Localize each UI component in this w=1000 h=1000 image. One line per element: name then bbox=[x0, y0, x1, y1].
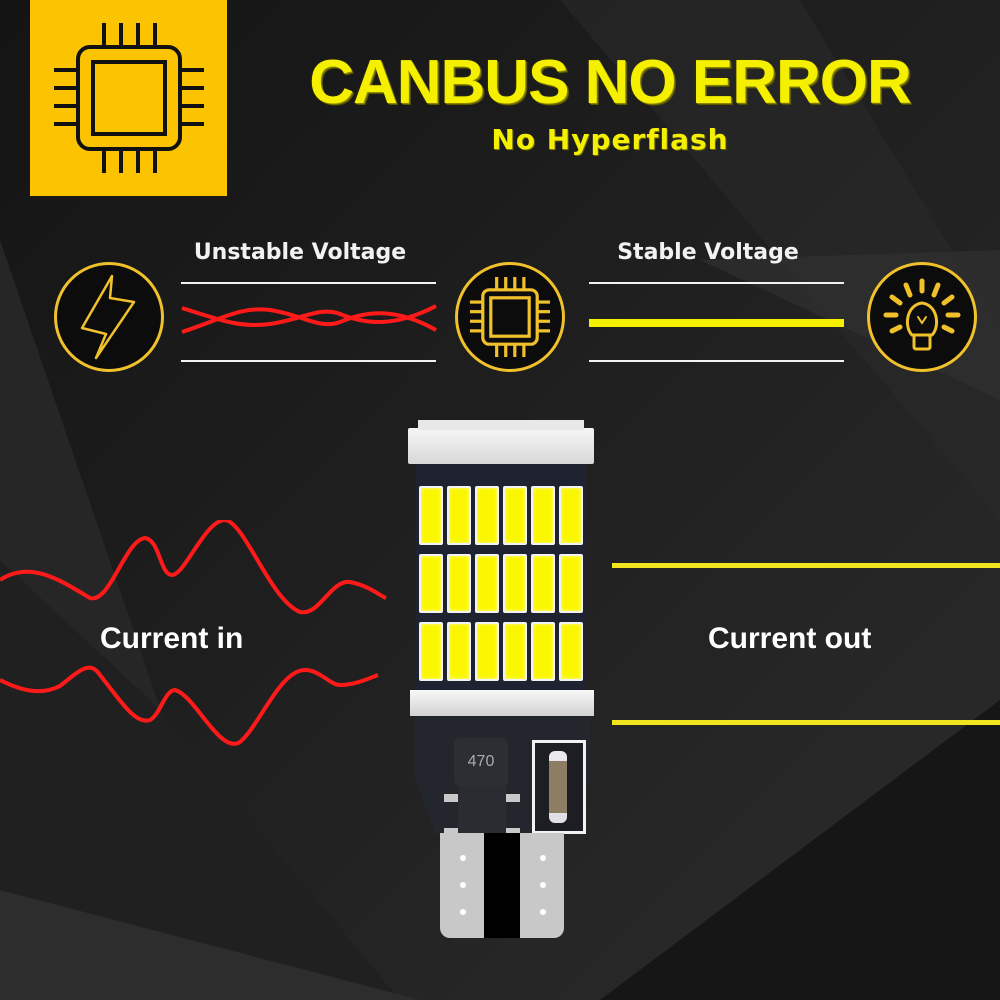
ic-pin bbox=[444, 794, 458, 802]
bulb-icon-circle bbox=[867, 262, 977, 372]
resistor-component bbox=[532, 740, 586, 834]
unstable-top-rail bbox=[181, 282, 436, 284]
middle-icon-circle bbox=[455, 262, 565, 372]
led-chip bbox=[419, 554, 443, 613]
led-chip bbox=[559, 486, 583, 545]
unstable-wave bbox=[181, 304, 437, 334]
led-chip bbox=[447, 486, 471, 545]
led-chip bbox=[559, 622, 583, 681]
led-array bbox=[419, 486, 583, 681]
led-chip bbox=[503, 486, 527, 545]
ic-pin bbox=[444, 828, 458, 836]
unstable-icon-circle bbox=[54, 262, 164, 372]
unstable-voltage-label: Unstable Voltage bbox=[193, 240, 407, 265]
stable-voltage-label: Stable Voltage bbox=[617, 240, 799, 265]
contact-dot bbox=[460, 855, 466, 861]
inductor-470: 470 bbox=[454, 738, 508, 786]
led-chip bbox=[447, 622, 471, 681]
lightning-bolt-icon bbox=[80, 274, 136, 360]
contact-dot bbox=[540, 882, 546, 888]
bulb-top-cap bbox=[408, 420, 594, 464]
contact-dot bbox=[460, 909, 466, 915]
page-title: CANBUS NO ERROR bbox=[309, 48, 912, 117]
stable-line bbox=[589, 319, 844, 327]
led-chip bbox=[531, 486, 555, 545]
led-bulb-product: 470 bbox=[402, 420, 602, 1000]
page-subtitle: No Hyperflash bbox=[491, 123, 729, 156]
current-in-label: Current in bbox=[100, 622, 244, 655]
current-out-bottom-line bbox=[612, 720, 1000, 725]
current-in-wave bbox=[0, 520, 387, 746]
unstable-bottom-rail bbox=[181, 360, 436, 362]
ic-pin bbox=[506, 794, 520, 802]
led-chip bbox=[503, 622, 527, 681]
stable-top-rail bbox=[589, 282, 844, 284]
current-out-top-line bbox=[612, 563, 1000, 568]
light-bulb-icon bbox=[883, 278, 961, 351]
led-chip bbox=[503, 554, 527, 613]
led-chip bbox=[419, 486, 443, 545]
led-chip bbox=[475, 554, 499, 613]
contact-dot bbox=[460, 882, 466, 888]
contact-dot bbox=[540, 909, 546, 915]
ic-pin bbox=[506, 828, 520, 836]
led-chip bbox=[559, 554, 583, 613]
led-chip bbox=[447, 554, 471, 613]
led-chip bbox=[531, 622, 555, 681]
led-chip bbox=[419, 622, 443, 681]
led-chip bbox=[531, 554, 555, 613]
led-board bbox=[416, 464, 586, 700]
stable-bottom-rail bbox=[589, 360, 844, 362]
led-chip bbox=[475, 486, 499, 545]
led-chip bbox=[475, 622, 499, 681]
resistor-body bbox=[549, 751, 567, 823]
wedge-base bbox=[440, 833, 564, 938]
current-out-label: Current out bbox=[708, 622, 872, 655]
contact-dot bbox=[540, 855, 546, 861]
bulb-mid-cap bbox=[410, 690, 594, 716]
chip-badge bbox=[30, 0, 227, 196]
cpu-chip-icon bbox=[470, 277, 550, 357]
wedge-gap bbox=[484, 833, 520, 938]
cpu-chip-icon bbox=[53, 23, 204, 173]
